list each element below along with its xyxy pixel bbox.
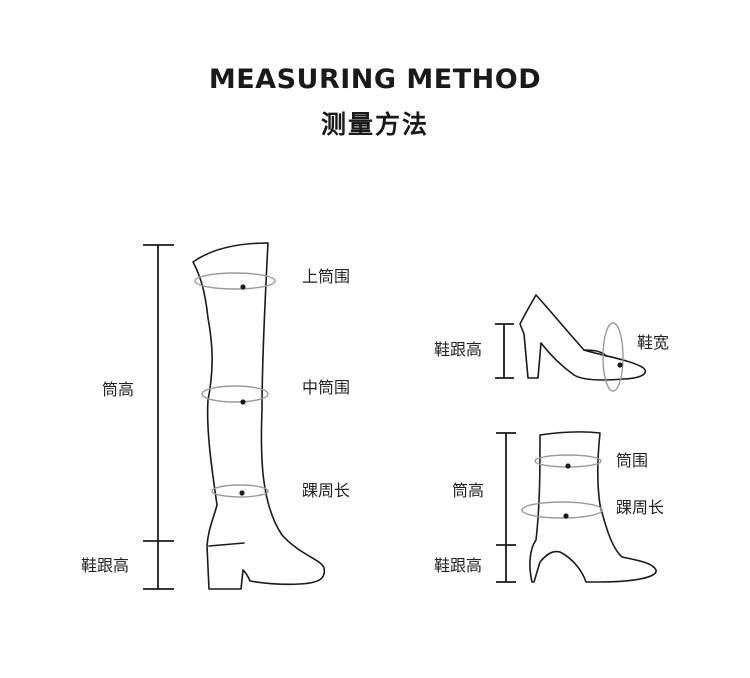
tall-boot-rings: [194, 272, 276, 498]
title-english: MEASURING METHOD: [208, 64, 542, 95]
label-shaft-height: 筒高: [102, 380, 135, 399]
shoe-width-ring: [602, 322, 624, 392]
ankle-boot-dimension-bar: [496, 432, 516, 583]
mid-shaft-point: [240, 399, 246, 405]
ankle-boot-ankle-point: [563, 513, 569, 519]
ankle-ring: [211, 484, 269, 498]
ankle-boot-rings: [521, 454, 603, 519]
tall-boot-dimension-bar: [143, 244, 174, 590]
tall-boot-points: [239, 284, 246, 496]
ankle-point: [239, 490, 245, 496]
label-shoe-width: 鞋宽: [637, 333, 670, 352]
label-ankle-boot-shaft-height: 筒高: [452, 481, 485, 500]
upper-shaft-ring: [194, 272, 276, 290]
upper-shaft-point: [240, 284, 246, 290]
label-ankle-boot-ankle-circumference: 踝周长: [616, 498, 665, 517]
label-shaft-circumference: 筒围: [616, 451, 649, 470]
pump-shoe: [519, 294, 647, 381]
label-pump-heel-height: 鞋跟高: [434, 340, 483, 359]
mid-shaft-ring: [201, 385, 269, 403]
pump-dimension-bar: [495, 323, 514, 379]
shaft-point: [565, 463, 571, 469]
shoe-width-point: [617, 362, 623, 368]
ankle-boot-points: [563, 463, 571, 519]
title-chinese: 测量方法: [320, 110, 429, 139]
tall-boot: [192, 242, 326, 590]
label-heel-height: 鞋跟高: [81, 556, 130, 575]
label-mid-circumference: 中筒围: [302, 378, 351, 397]
tall-boot-heel-seam: [208, 542, 245, 547]
ankle-boot-ankle-ring: [521, 501, 603, 519]
label-upper-circumference: 上筒围: [302, 267, 351, 286]
pump-outline: [519, 294, 647, 381]
label-ankle-boot-heel-height: 鞋跟高: [434, 556, 483, 575]
tall-boot-outline: [192, 242, 326, 590]
ankle-boot-outline: [529, 431, 657, 583]
label-ankle-circumference: 踝周长: [302, 481, 351, 500]
pump-vamp-line: [583, 349, 607, 357]
ankle-boot: [529, 431, 657, 583]
